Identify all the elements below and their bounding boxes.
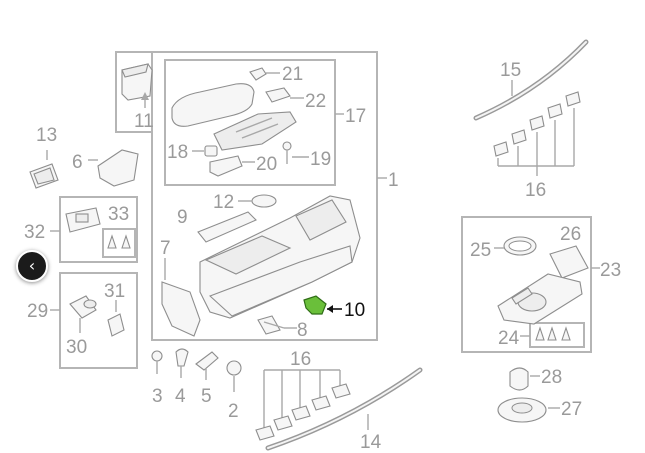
group-box-24 xyxy=(529,322,585,348)
callout-3: 3 xyxy=(152,386,163,407)
callout-33: 33 xyxy=(108,204,129,225)
part-3-screw xyxy=(151,350,163,374)
callout-2: 2 xyxy=(228,401,239,422)
callout-32: 32 xyxy=(24,222,45,243)
callout-10-highlighted[interactable]: 10 xyxy=(344,300,365,321)
callout-13: 13 xyxy=(36,125,57,146)
part-33-knobs xyxy=(107,234,131,249)
callout-11: 11 xyxy=(134,111,154,132)
callout-25: 25 xyxy=(470,240,491,261)
callout-20: 20 xyxy=(256,154,277,175)
part-20-bracket xyxy=(209,155,243,177)
part-31-cap xyxy=(107,313,125,337)
callout-28: 28 xyxy=(541,367,562,388)
callout-31: 31 xyxy=(104,281,125,302)
callout-26: 26 xyxy=(560,224,581,245)
part-28-shift-knob xyxy=(509,367,529,391)
callout-18: 18 xyxy=(167,142,188,163)
group-box-trim-plate xyxy=(461,216,592,353)
part-6-bracket xyxy=(97,149,139,187)
part-26-cover xyxy=(549,245,589,279)
part-5-fastener xyxy=(195,351,219,380)
callout-19: 19 xyxy=(310,149,331,170)
callout-24: 24 xyxy=(498,328,520,349)
part-armrest-hinge xyxy=(213,111,297,151)
callout-7: 7 xyxy=(160,238,171,259)
part-9-mat xyxy=(197,211,257,243)
part-8-clip xyxy=(257,315,285,335)
part-4-clip xyxy=(175,348,189,378)
part-18-bumper xyxy=(204,145,218,157)
callout-15: 15 xyxy=(500,60,521,81)
part-10-bracket-highlighted[interactable] xyxy=(303,295,327,315)
callout-1: 1 xyxy=(388,170,399,191)
callout-23: 23 xyxy=(600,260,621,281)
group-box-console xyxy=(151,51,378,341)
part-2-nut xyxy=(226,360,242,392)
group-box-32 xyxy=(59,196,138,263)
group-box-storage-tray xyxy=(115,51,153,133)
callout-4: 4 xyxy=(175,386,186,407)
callout-27: 27 xyxy=(561,399,582,420)
callout-22: 22 xyxy=(305,91,326,112)
callout-16-right: 16 xyxy=(525,180,546,201)
callout-8: 8 xyxy=(297,320,308,341)
chevron-left-icon[interactable]: ‹ xyxy=(16,250,48,282)
callout-16-bottom: 16 xyxy=(290,349,311,370)
part-25-ring xyxy=(503,236,537,256)
part-shifter-trim-plate xyxy=(497,273,583,325)
callout-5: 5 xyxy=(201,386,212,407)
part-13-cup-insert xyxy=(29,163,59,189)
callout-9: 9 xyxy=(177,207,188,228)
part-22-latch xyxy=(265,87,291,103)
callout-30: 30 xyxy=(66,337,87,358)
part-27-boot xyxy=(497,397,547,423)
part-15-trim-strip xyxy=(473,39,589,121)
part-24-clips xyxy=(535,326,571,341)
part-12-ring xyxy=(251,194,277,208)
part-14-trim-strip xyxy=(265,367,423,451)
part-7-side-panel xyxy=(161,281,201,337)
part-19-pin xyxy=(282,141,292,164)
group-box-33 xyxy=(102,228,136,258)
callout-21: 21 xyxy=(282,64,303,85)
part-armrest-lid xyxy=(171,83,255,127)
callout-12: 12 xyxy=(213,192,234,213)
group-box-armrest xyxy=(164,59,336,186)
callout-6: 6 xyxy=(72,152,83,173)
part-16-clips-bottom xyxy=(255,383,351,441)
callout-17: 17 xyxy=(345,106,366,127)
part-storage-tray xyxy=(121,63,153,101)
group-box-29 xyxy=(59,272,138,369)
callout-14: 14 xyxy=(360,432,382,453)
part-21-clip xyxy=(249,67,267,81)
part-floor-console xyxy=(199,195,361,319)
part-16-clips-right xyxy=(493,91,581,157)
part-32-switch-panel xyxy=(65,207,101,233)
part-30-socket xyxy=(69,295,97,319)
callout-29: 29 xyxy=(27,301,48,322)
